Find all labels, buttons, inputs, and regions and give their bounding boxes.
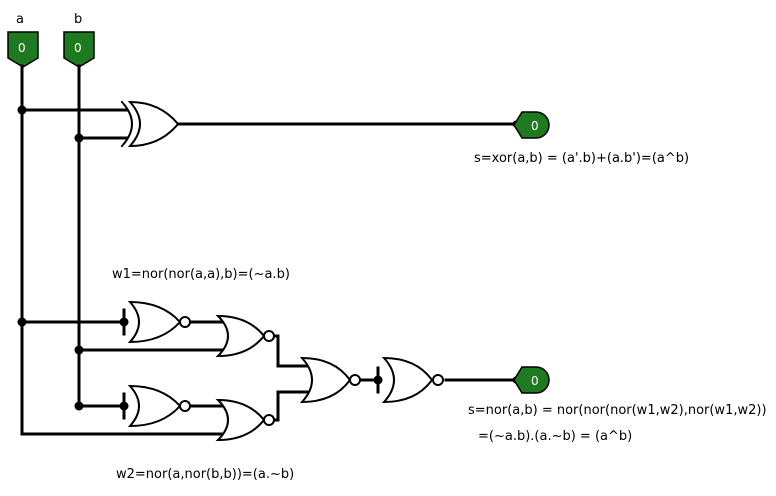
annotation-w2: w2=nor(a,nor(b,b))=(a.~b) [116,467,294,482]
nor-gate-4[interactable] [215,398,275,442]
output-pin-xor[interactable]: 0 [513,111,550,139]
nor-gate-6[interactable] [381,356,444,404]
annotation-s-nor-line2: =(~a.b).(a.~b) = (a^b) [478,429,632,444]
nor-gate-5[interactable] [299,356,361,404]
output-pin-xor-value: 0 [531,119,539,133]
input-pin-a-value: 0 [18,41,26,55]
annotation-xor: s=xor(a,b) = (a'.b)+(a.b')=(a^b) [474,151,689,166]
wires [20,64,518,436]
output-pin-nor[interactable]: 0 [513,366,550,394]
input-pin-b[interactable]: 0 [63,31,95,68]
annotation-s-nor-line1: s=nor(a,b) = nor(nor(nor(w1,w2),nor(w1,w… [468,403,767,418]
nor-gate-2[interactable] [215,314,275,358]
xor-gate[interactable] [120,100,180,148]
nor-gate-3[interactable] [127,384,191,428]
output-pin-nor-value: 0 [531,374,539,388]
junctions [17,105,520,411]
input-label-b: b [74,12,82,27]
input-pin-a[interactable]: 0 [7,31,39,68]
input-label-a: a [16,12,24,27]
annotation-w1: w1=nor(nor(a,a),b)=(~a.b) [112,267,290,282]
nor-gate-1[interactable] [127,300,191,344]
input-pin-b-value: 0 [74,41,82,55]
